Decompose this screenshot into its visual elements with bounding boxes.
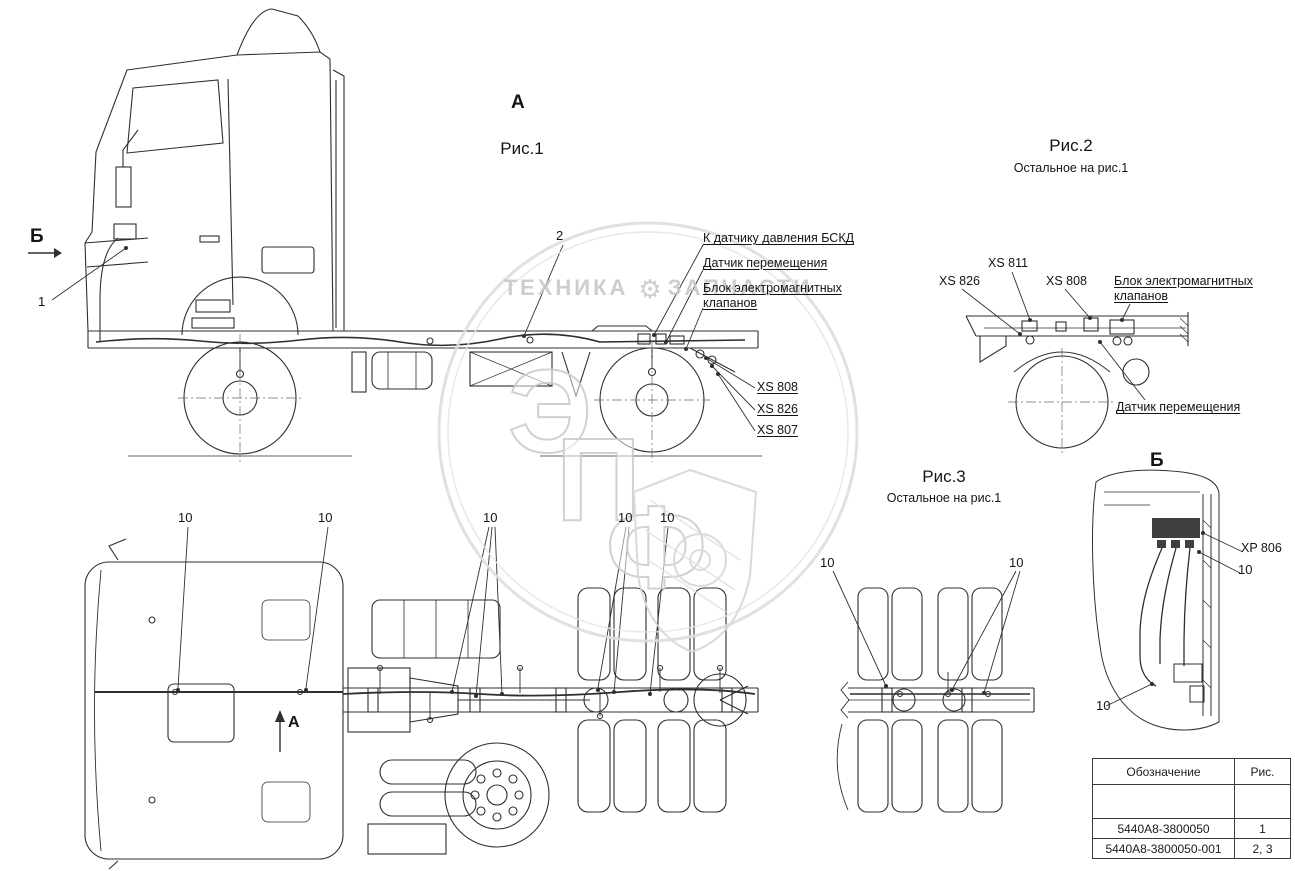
fig1-caption: Рис.1 [500,139,544,158]
fig3-note: Остальное на рис.1 [886,491,1002,505]
table-row: 5440А8-3800050-001 2, 3 [1092,838,1291,859]
rear-bogie-plan-view [832,570,1035,813]
fig2-label-xs808: XS 808 [1046,274,1088,288]
watermark-text-right: ЗАПЧАСТИ [668,275,813,300]
side-view-centerlines [178,334,710,462]
table-cell-fig: 2, 3 [1234,838,1291,859]
fig3-callout-10-7: 10 [1009,555,1024,570]
view-a-direction-arrow [275,710,285,752]
gear-icon: ⚙ [638,274,661,304]
table-cell-fig: 1 [1234,818,1291,839]
fig1-label-xs807: XS 807 [757,423,799,437]
fig2-label-xs826: XS 826 [939,274,981,288]
view-b-direction-arrow [28,248,62,258]
view-b-detail [1092,469,1244,731]
table-spacer-cell-1 [1092,784,1235,819]
fig1-leader-lines [51,244,756,432]
fig2-caption: Рис.2 [1049,136,1093,155]
fig2-label-valve-block: Блок электромагнитных клапанов [1114,274,1253,303]
table-row: 5440А8-3800050 1 [1092,818,1291,839]
fig3-caption: Рис.3 [922,467,966,486]
watermark-shield [632,468,758,654]
fig1-callout-2: 2 [556,228,564,243]
fig3-callout-10-2: 10 [318,510,333,525]
truck-side-view [84,8,762,457]
fig1-label-valve-block: Блок электромагнитных клапанов [703,281,842,310]
fig3-callout-10-1: 10 [178,510,193,525]
view-b-callout-10-2: 10 [1096,698,1111,713]
fig1-label-xs826: XS 826 [757,402,799,416]
parts-table: Обозначение Рис. 5440А8-3800050 1 5440А8… [1092,758,1291,859]
watermark-letter-2: П [556,414,641,546]
watermark-letter-1: Э [508,346,592,478]
fig2-label-sensor: Датчик перемещения [1116,400,1241,414]
fig1-label-bskd: К датчику давления БСКД [703,231,855,245]
table-cell-designation: 5440А8-3800050-001 [1092,838,1235,859]
fig1-callout-1: 1 [38,294,46,309]
view-b-callout-10-1: 10 [1238,562,1253,577]
fig2-note: Остальное на рис.1 [1013,161,1129,175]
fig3-callout-10-6: 10 [820,555,835,570]
fig1-leader-dots [124,246,720,376]
fig3-left-leader-lines [177,526,669,697]
view-b-label-xp806: XP 806 [1241,541,1282,555]
fig3-right-leader-dots [884,684,986,695]
fig1-label-sensor: Датчик перемещения [703,256,828,270]
view-b-caption: Б [1150,450,1164,471]
fig3-callout-10-5: 10 [660,510,675,525]
fig1-section-letter-b: Б [30,226,44,247]
table-spacer-cell-2 [1234,784,1291,819]
fig2-label-xs811: XS 811 [988,256,1029,270]
fig3-view-letter-a: А [288,714,300,731]
watermark: ТЕХНИКА ⚙ ЗАПЧАСТИ Э П Ф [437,221,859,654]
watermark-letter-3: Ф [606,482,707,614]
view-b-leader-dots [1150,531,1205,686]
watermark-text-left: ТЕХНИКА [504,275,629,300]
fig3-callout-10-3: 10 [483,510,498,525]
table-header-designation: Обозначение [1092,758,1235,785]
fig2-leader-dots [1018,316,1124,344]
table-cell-designation: 5440А8-3800050 [1092,818,1235,839]
table-header-fig: Рис. [1234,758,1291,785]
fig2-centerlines [1008,348,1116,456]
fig1-view-letter: А [511,92,525,113]
fig3-callout-10-4: 10 [618,510,633,525]
truck-plan-view [84,538,759,870]
fig3-left-leader-dots [176,688,652,698]
fig1-label-xs808: XS 808 [757,380,799,394]
